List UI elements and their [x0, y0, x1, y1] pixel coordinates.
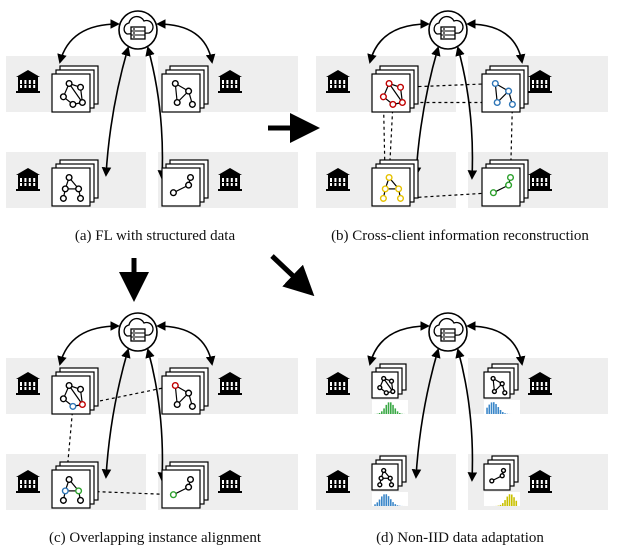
- bidirectional-arrow: [156, 321, 216, 366]
- alignment-link: [82, 384, 176, 406]
- school-building-icon: [16, 372, 40, 395]
- bidirectional-arrow: [156, 19, 216, 64]
- distribution-histogram-icon: [484, 492, 520, 506]
- school-building-icon: [218, 70, 242, 93]
- communication-arrows: [57, 19, 526, 482]
- graph-stack-icon: [371, 455, 407, 491]
- caption-b: (b) Cross-client information reconstruct…: [331, 228, 589, 244]
- distribution-histogram-icon: [372, 492, 408, 506]
- client-panels: [6, 56, 608, 510]
- bidirectional-arrow: [466, 19, 526, 64]
- graph-stack-icon: [51, 461, 99, 509]
- school-building-icon: [16, 70, 40, 93]
- graph-stack-icon: [51, 65, 99, 113]
- alignment-link: [78, 490, 174, 496]
- school-building-icon: [218, 470, 242, 493]
- cloud-server-icon: [118, 312, 158, 352]
- diagram-items: [16, 10, 552, 509]
- cloud-server-icon: [428, 10, 468, 50]
- graph-stack-icon: [371, 159, 419, 207]
- alignment-link: [400, 82, 496, 88]
- school-building-icon: [528, 168, 552, 191]
- thick-arrow-icon: [270, 254, 315, 297]
- graph-stack-icon: [483, 455, 519, 491]
- cloud-server-icon: [428, 312, 468, 352]
- school-building-icon: [326, 168, 350, 191]
- graph-stack-icon: [161, 461, 209, 509]
- caption-a: (a) FL with structured data: [74, 228, 236, 244]
- graph-stack-icon: [51, 367, 99, 415]
- school-building-icon: [326, 70, 350, 93]
- bidirectional-arrow: [101, 46, 131, 177]
- school-building-icon: [16, 470, 40, 493]
- bidirectional-arrow: [367, 321, 430, 366]
- caption-d: (d) Non-IID data adaptation: [376, 530, 544, 546]
- caption-c: (c) Overlapping instance alignment: [48, 530, 261, 546]
- graph-stack-icon: [161, 159, 209, 207]
- school-building-icon: [218, 372, 242, 395]
- school-building-icon: [218, 168, 242, 191]
- school-building-icon: [528, 70, 552, 93]
- bidirectional-arrow: [145, 348, 168, 482]
- graph-stack-icon: [481, 65, 529, 113]
- bidirectional-arrow: [455, 46, 478, 180]
- distribution-histogram-icon: [372, 400, 408, 414]
- graph-stack-icon: [161, 65, 209, 113]
- graph-stack-icon: [483, 363, 519, 399]
- cloud-server-icon: [118, 10, 158, 50]
- bidirectional-arrow: [367, 19, 430, 64]
- school-building-icon: [528, 372, 552, 395]
- school-building-icon: [326, 470, 350, 493]
- graph-stack-icon: [481, 159, 529, 207]
- school-building-icon: [528, 470, 552, 493]
- bidirectional-arrow: [455, 348, 478, 482]
- bidirectional-arrow: [466, 321, 526, 366]
- graph-stack-icon: [51, 159, 99, 207]
- school-building-icon: [16, 168, 40, 191]
- bidirectional-arrow: [57, 321, 120, 366]
- distribution-histogram-icon: [484, 400, 520, 414]
- bidirectional-arrow: [57, 19, 120, 64]
- graph-stack-icon: [161, 367, 209, 415]
- bidirectional-arrow: [145, 46, 168, 180]
- graph-stack-icon: [371, 65, 419, 113]
- school-building-icon: [326, 372, 350, 395]
- graph-stack-icon: [371, 363, 407, 399]
- alignment-link: [64, 406, 74, 491]
- bidirectional-arrow: [101, 348, 131, 479]
- bidirectional-arrow: [411, 348, 441, 479]
